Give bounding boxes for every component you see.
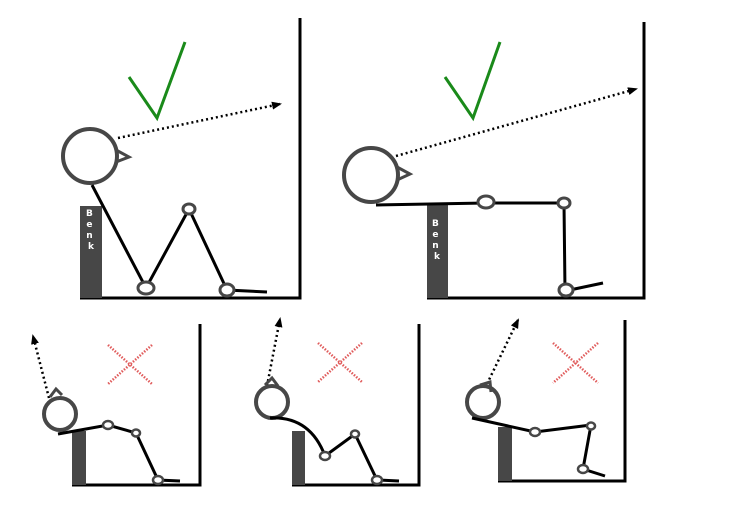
bench [498, 427, 512, 481]
joint-knee [181, 202, 197, 216]
bench-label-letter: n [86, 231, 92, 241]
head [342, 146, 400, 204]
bench-label-letter: e [86, 220, 92, 230]
checkmark-icon [443, 41, 502, 122]
gaze-arrow [31, 334, 51, 399]
body-line [269, 416, 400, 483]
cross-icon [107, 344, 153, 385]
head [254, 384, 290, 420]
bench [292, 431, 305, 485]
joint-ankle [151, 474, 165, 486]
gaze-arrow [265, 317, 283, 387]
joint-hip [318, 450, 332, 462]
joint-ankle [218, 282, 236, 298]
panel-bad-2 [254, 317, 421, 487]
nose [263, 375, 280, 387]
head [465, 384, 501, 420]
bench-label-letter: k [434, 252, 441, 262]
panel-frame [72, 324, 202, 487]
gaze-arrow [117, 101, 282, 140]
joint-knee [349, 429, 361, 439]
bench-label: B e n k [432, 219, 442, 262]
bench-label: B e n k [86, 209, 96, 252]
bench-label-letter: B [432, 219, 439, 229]
joint-ankle [576, 463, 590, 475]
joint-ankle [557, 282, 575, 298]
checkmark-icon [127, 41, 187, 122]
body-line [375, 201, 604, 293]
bench [80, 206, 102, 298]
panel-frame [292, 324, 421, 487]
panel-frame [498, 320, 627, 483]
panel-bad-3 [465, 318, 627, 483]
panel-bad-1 [31, 324, 202, 487]
bench-label-letter: e [432, 230, 438, 240]
bench-label-letter: n [432, 241, 438, 251]
bench [72, 431, 86, 485]
panel-good-1: B e n k [61, 18, 302, 300]
bench [427, 205, 448, 298]
bench-label-letter: B [86, 209, 93, 219]
gaze-arrow [485, 318, 520, 385]
panel-frame [427, 22, 646, 300]
joint-hip [476, 194, 496, 210]
joint-knee [556, 196, 572, 210]
joint-knee [130, 428, 142, 438]
joint-hip [528, 426, 542, 438]
joint-ankle [370, 474, 384, 486]
cross-icon [317, 342, 363, 383]
panel-frame [80, 18, 302, 300]
body-line [90, 184, 268, 294]
panel-good-2: B e n k [342, 22, 646, 300]
joint-hip [136, 280, 156, 296]
joint-knee [585, 421, 597, 431]
nose [396, 165, 414, 182]
head [42, 396, 78, 432]
head [61, 127, 119, 185]
nose [479, 380, 493, 393]
joint-hip [101, 419, 115, 431]
gaze-arrow [395, 87, 638, 158]
nose [115, 148, 133, 164]
cross-icon [552, 342, 599, 384]
bench-label-letter: k [88, 242, 95, 252]
nose [48, 386, 64, 398]
